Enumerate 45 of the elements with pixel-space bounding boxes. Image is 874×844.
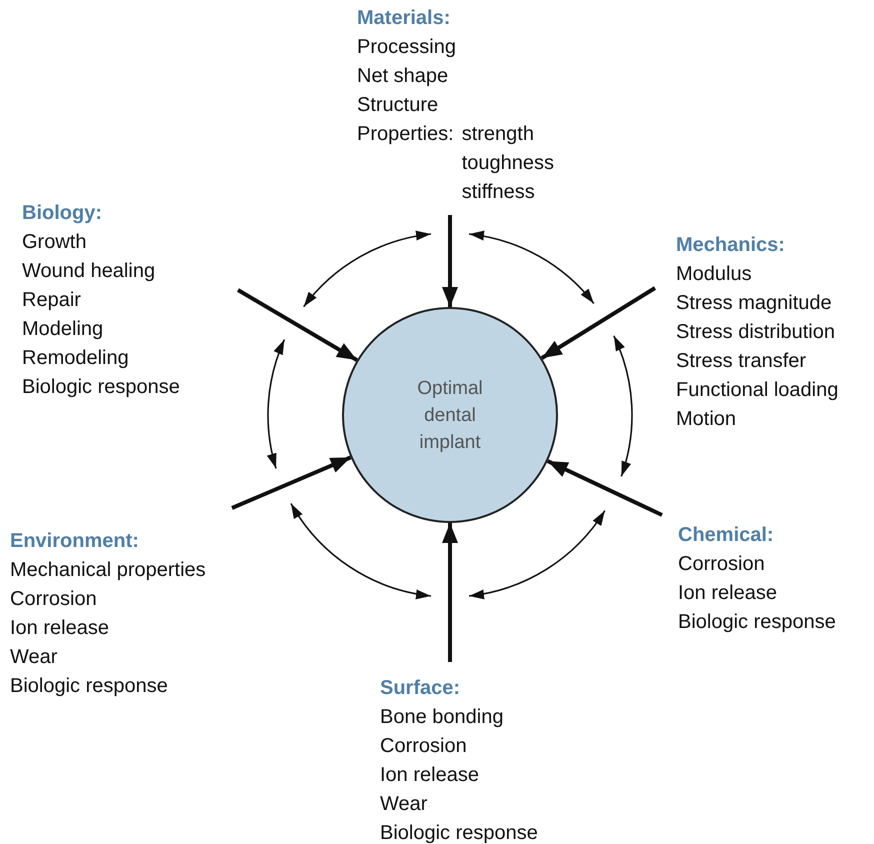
arrow [540, 286, 656, 360]
list-item: stiffness [462, 180, 536, 205]
list-item: Net shape [357, 64, 450, 89]
category-heading: Biology: [22, 201, 103, 226]
arrow [442, 215, 458, 307]
list-item: Biologic response [380, 821, 538, 844]
arrow [546, 459, 663, 517]
arrow [231, 456, 352, 510]
list-item: Stress magnitude [676, 291, 833, 316]
list-item: Wear [380, 792, 428, 817]
list-item: Wear [10, 645, 58, 670]
list-item: Ion release [10, 616, 110, 641]
list-item: Stress transfer [676, 349, 808, 374]
list-item: Corrosion [10, 587, 98, 612]
arrow [236, 288, 358, 362]
list-item: Functional loading [676, 378, 838, 403]
list-item: Ion release [678, 581, 778, 606]
list-item: Motion [676, 407, 738, 432]
category-heading: Mechanics: [676, 233, 786, 258]
list-item: toughness [462, 151, 554, 176]
list-item: Corrosion [678, 552, 766, 577]
list-item: Repair [22, 288, 82, 313]
category-heading: Chemical: [678, 523, 775, 548]
list-item: Properties: [357, 122, 454, 147]
list-item: Biologic response [678, 610, 836, 635]
category-heading: Surface: [380, 676, 462, 701]
arrow [442, 523, 458, 662]
list-item: Stress distribution [676, 320, 836, 345]
list-item: Structure [357, 93, 440, 118]
list-item: Bone bonding [380, 705, 504, 730]
list-item: strength [462, 122, 535, 147]
list-item: Growth [22, 230, 88, 255]
list-item: Processing [357, 35, 457, 60]
list-item: Biologic response [22, 375, 181, 400]
list-item: Wound healing [22, 259, 156, 284]
list-item: Modeling [22, 317, 104, 342]
center-label: Optimal dental implant [416, 376, 484, 454]
category-heading: Environment: [10, 529, 140, 554]
list-item: Mechanical properties [10, 558, 207, 583]
category-heading: Materials: [357, 6, 452, 31]
list-item: Corrosion [380, 734, 468, 759]
list-item: Remodeling [22, 346, 130, 371]
list-item: Modulus [676, 262, 753, 287]
list-item: Ion release [380, 763, 480, 788]
list-item: Biologic response [10, 674, 169, 699]
